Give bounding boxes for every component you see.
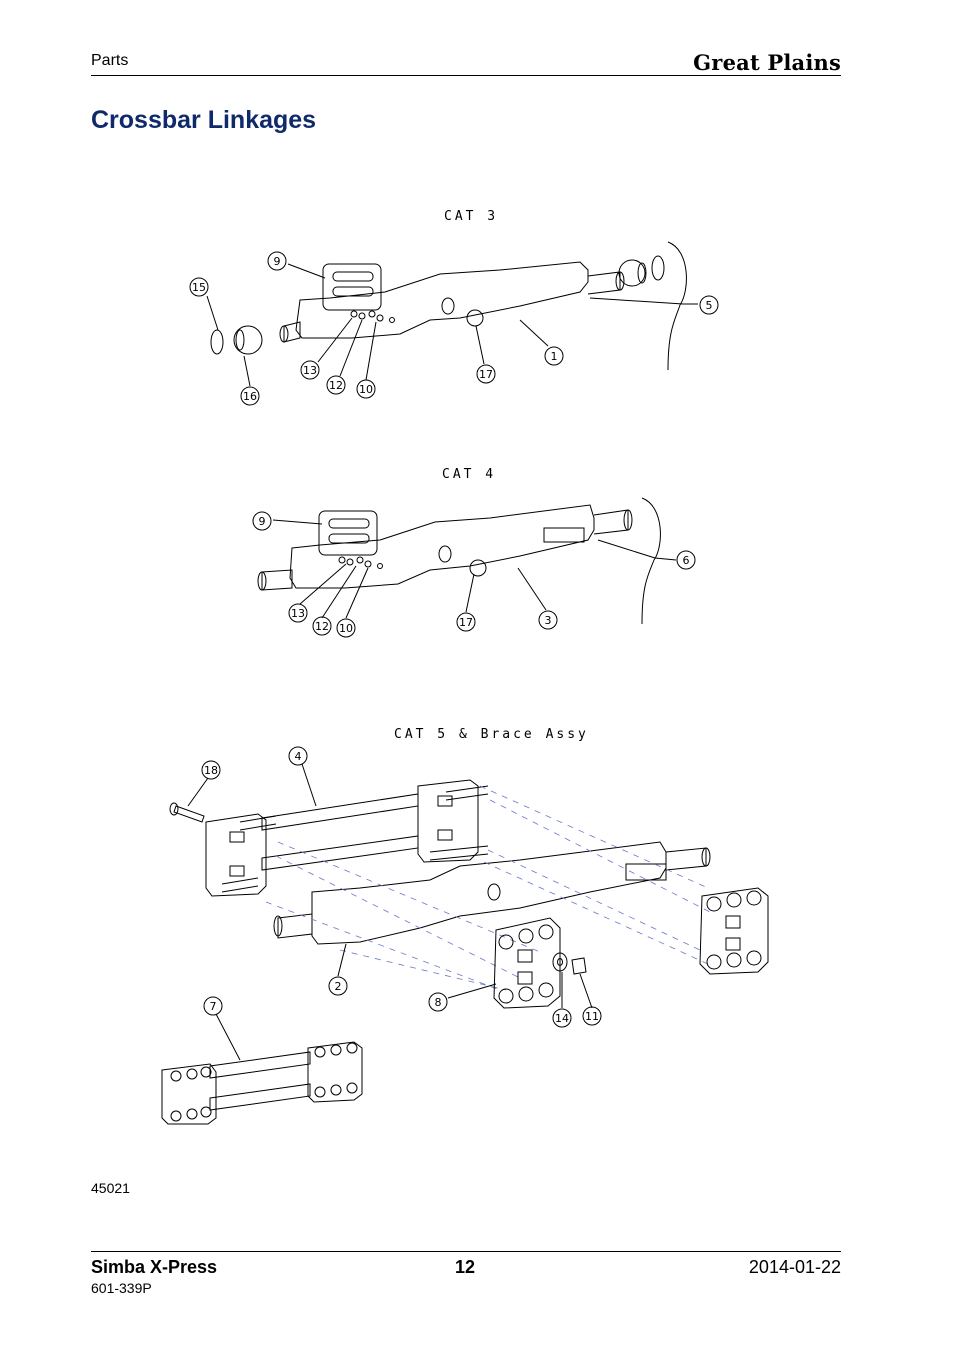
cat4-assembly xyxy=(257,497,677,625)
callout-17: 17 xyxy=(459,616,473,629)
footer-page-number: 12 xyxy=(455,1257,476,1277)
cat4-bracket-plate xyxy=(318,510,378,556)
cat5-brace-plate-right xyxy=(417,779,479,863)
cat3-lynch-pin-left xyxy=(210,329,224,355)
header-rule xyxy=(91,75,841,76)
callout-12: 12 xyxy=(329,379,343,392)
callout-circle xyxy=(328,976,348,996)
callout-circle xyxy=(312,616,332,636)
cat7-brace-tube-lower xyxy=(209,1083,311,1111)
callout-circle xyxy=(538,610,558,630)
cat3-crossbar xyxy=(295,261,589,339)
callout-7: 7 xyxy=(210,1000,217,1013)
cat3-ball-right xyxy=(618,259,646,287)
header-section: Parts xyxy=(91,52,129,69)
callout-circle xyxy=(288,746,308,766)
cat3-bracket-plate xyxy=(322,263,382,311)
figure-id: 45021 xyxy=(91,1180,130,1196)
callout-circle xyxy=(240,386,260,406)
callout-bubbles xyxy=(189,251,719,1028)
callout-13: 13 xyxy=(291,607,305,620)
cat5-brace-plate-left xyxy=(205,813,267,897)
callout-5: 5 xyxy=(706,299,713,312)
callout-circle xyxy=(582,1006,602,1026)
footer-part-number: 601-339P xyxy=(91,1280,152,1296)
callout-3: 3 xyxy=(545,614,552,627)
cat5-brace-tube-lower xyxy=(261,835,419,871)
callout-circle xyxy=(336,618,356,638)
cat7-plate-right xyxy=(307,1041,363,1103)
callout-cat5 xyxy=(201,746,602,1028)
footer-product: Simba X-Press xyxy=(91,1257,218,1277)
callout-8: 8 xyxy=(435,996,442,1009)
callout-10: 10 xyxy=(359,383,373,396)
cat3-ball-left xyxy=(233,325,263,355)
callout-9: 9 xyxy=(259,515,266,528)
callout-4: 4 xyxy=(295,750,302,763)
callout-12: 12 xyxy=(315,620,329,633)
callout-2: 2 xyxy=(335,980,342,993)
cat5-clamp-plate xyxy=(493,917,561,1009)
cat5-crossbar xyxy=(311,841,667,945)
callout-16: 16 xyxy=(243,390,257,403)
callout-13: 13 xyxy=(303,364,317,377)
callout-17: 17 xyxy=(479,368,493,381)
callout-circle xyxy=(356,379,376,399)
callout-14: 14 xyxy=(555,1012,569,1025)
callout-circle xyxy=(428,992,448,1012)
callout-9: 9 xyxy=(274,255,281,268)
callout-circle xyxy=(189,277,209,297)
callout-circle xyxy=(552,1008,572,1028)
cat3-lynch-pin-right xyxy=(651,255,665,281)
callout-circle xyxy=(326,375,346,395)
cat4-crossbar xyxy=(289,504,595,589)
callout-10: 10 xyxy=(339,622,353,635)
callout-cat3 xyxy=(189,251,719,406)
cat5-assembly xyxy=(161,763,769,1125)
cat5-brace-tube-upper xyxy=(261,793,419,831)
cat7-plate-left xyxy=(161,1063,217,1125)
cat3-assembly xyxy=(206,241,698,387)
cat7-brace-tube-upper xyxy=(209,1051,311,1079)
callout-circle xyxy=(252,511,272,531)
callout-18: 18 xyxy=(204,764,218,777)
brand-logo-text: Great Plains xyxy=(693,50,841,75)
callout-circle xyxy=(456,612,476,632)
callout-6: 6 xyxy=(683,554,690,567)
page-title: Crossbar Linkages xyxy=(91,106,317,134)
footer-date: 2014-01-22 xyxy=(748,1257,841,1277)
figure-label-cat5: CAT 5 & Brace Assy xyxy=(394,727,589,742)
callout-circle xyxy=(476,364,496,384)
callout-circle xyxy=(544,346,564,366)
callout-circle xyxy=(201,760,221,780)
callout-11: 11 xyxy=(585,1010,599,1023)
cat5-clamp-plate-right xyxy=(699,887,769,975)
callout-circle xyxy=(288,603,308,623)
callout-1: 1 xyxy=(551,350,558,363)
callout-circle xyxy=(300,360,320,380)
callout-circle xyxy=(676,550,696,570)
figure-label-cat3: CAT 3 xyxy=(444,209,499,224)
callout-15: 15 xyxy=(192,281,206,294)
callout-circle xyxy=(203,996,223,1016)
callout-circle xyxy=(699,295,719,315)
callout-circle xyxy=(267,251,287,271)
footer-rule xyxy=(91,1251,841,1252)
figure-label-cat4: CAT 4 xyxy=(442,467,497,482)
callout-cat4 xyxy=(252,511,696,638)
